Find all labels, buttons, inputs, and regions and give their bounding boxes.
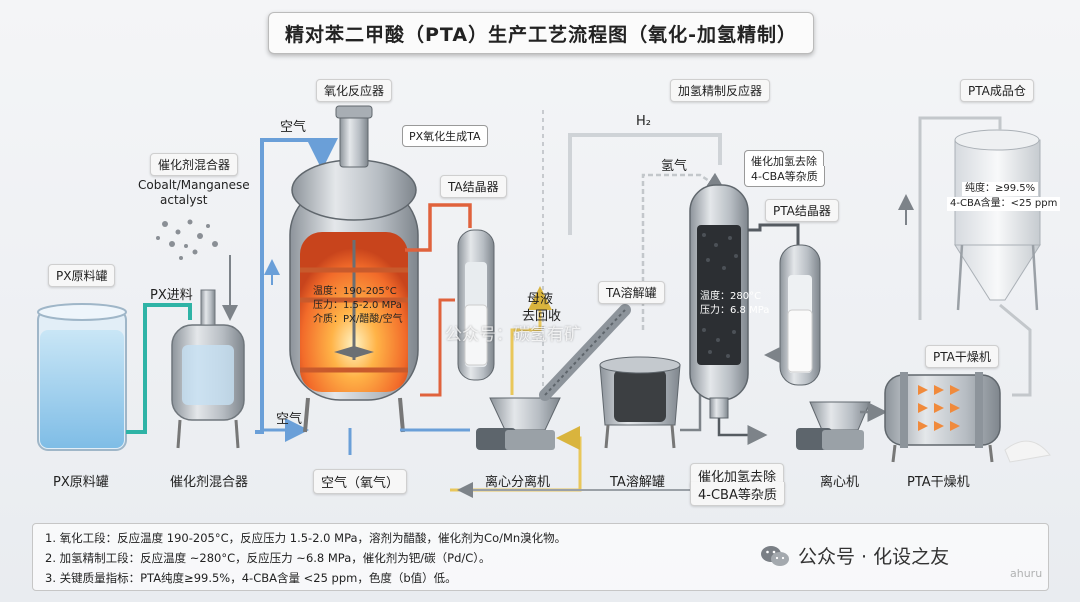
note-line-1: 1. 氧化工段：反应温度 190-205°C，反应压力 1.5-2.0 MPa，… xyxy=(45,530,566,546)
centrifuge-1 xyxy=(476,398,560,450)
watermark-corner: ahuru xyxy=(1010,567,1042,580)
dissolver-to-hydro-line xyxy=(680,390,700,430)
wechat-account: 公众号 · 化设之友 xyxy=(760,542,949,569)
flow-label-hydrogen: 氢气 xyxy=(661,155,687,174)
flow-label-air-oxygen: 空气（氧气） xyxy=(313,469,407,494)
pta-dryer-drum xyxy=(885,372,1050,462)
note-line-3: 3. 关键质量指标：PTA纯度≥99.5%，4-CBA含量 <25 ppm，色度… xyxy=(45,570,457,586)
ta-crystallizer-vessel xyxy=(458,230,494,380)
oxidation-condition-pressure: 压力：1.5-2.0 MPa xyxy=(313,299,402,313)
ta-dissolver-vessel xyxy=(600,357,680,448)
pta-silo xyxy=(955,130,1040,310)
silo-spec-purity: 纯度：≥99.5% xyxy=(962,182,1038,196)
bottom-label-catalyst-mixer: 催化剂混合器 xyxy=(170,471,248,490)
bottom-label-centrifuge2: 离心机 xyxy=(820,471,859,490)
return-line-to-reactor xyxy=(420,300,455,395)
callout-px-to-ta: PX氧化生成TA xyxy=(402,125,488,147)
bottom-label-ta-dissolver: TA溶解罐 xyxy=(610,471,665,490)
pta-crystallizer-vessel xyxy=(780,245,820,385)
silo-feed-line xyxy=(1000,305,1030,395)
bottom-label-hydro-line2: 4-CBA等杂质 xyxy=(690,482,785,506)
callout-hydro-line2: 4-CBA等杂质 xyxy=(744,166,825,187)
wechat-label: 公众号 · 化设之友 xyxy=(798,542,949,569)
oxidation-reactor-vessel xyxy=(290,106,418,432)
flow-label-air-top: 空气 xyxy=(280,116,306,135)
centrifuge-2 xyxy=(796,402,870,450)
hydro-to-pta-crystallizer xyxy=(748,225,798,245)
bottom-label-centrifuge1: 离心分离机 xyxy=(485,471,550,490)
label-pta-silo: PTA成品仓 xyxy=(960,79,1034,102)
oxidation-condition-temp: 温度：190-205°C xyxy=(313,285,397,299)
label-oxidation-reactor: 氧化反应器 xyxy=(316,79,392,102)
flow-label-air-mid: 空气 xyxy=(276,408,302,427)
bottom-label-px-tank: PX原料罐 xyxy=(53,471,109,490)
catalyst-mixer-vessel xyxy=(172,290,244,448)
oxidation-condition-medium: 介质：PX/醋酸/空气 xyxy=(313,313,403,327)
flow-label-h2: H₂ xyxy=(636,114,651,129)
label-px-tank: PX原料罐 xyxy=(48,264,115,287)
hydro-bottom-line xyxy=(719,418,760,435)
label-hydrogenation-reactor: 加氢精制反应器 xyxy=(670,79,770,102)
hydro-condition-temp: 温度：280°C xyxy=(700,290,761,304)
label-ta-crystallizer: TA结晶器 xyxy=(440,175,507,198)
flow-label-px-feed: PX进料 xyxy=(150,284,193,303)
wechat-icon xyxy=(760,544,790,568)
label-pta-dryer: PTA干燥机 xyxy=(925,345,999,368)
note-line-2: 2. 加氢精制工段：反应温度 ~280°C，反应压力 ~6.8 MPa，催化剂为… xyxy=(45,550,491,566)
hydro-condition-pressure: 压力：6.8 MPa xyxy=(700,304,769,318)
catalyst-text-line2: actalyst xyxy=(160,193,207,207)
bottom-label-dryer: PTA干燥机 xyxy=(907,471,970,490)
page-title: 精对苯二甲酸（PTA）生产工艺流程图（氧化-加氢精制） xyxy=(268,12,814,54)
silo-spec-cba: 4-CBA含量：<25 ppm xyxy=(947,197,1060,211)
label-ta-dissolver: TA溶解罐 xyxy=(598,281,665,304)
catalyst-particles xyxy=(156,220,218,261)
label-catalyst-mixer: 催化剂混合器 xyxy=(150,153,238,176)
watermark-center: 公众号：碳氢有矿 xyxy=(445,320,581,345)
catalyst-text-line1: Cobalt/Manganese xyxy=(138,178,250,192)
label-pta-crystallizer: PTA结晶器 xyxy=(765,199,839,222)
px-raw-tank xyxy=(38,304,126,450)
